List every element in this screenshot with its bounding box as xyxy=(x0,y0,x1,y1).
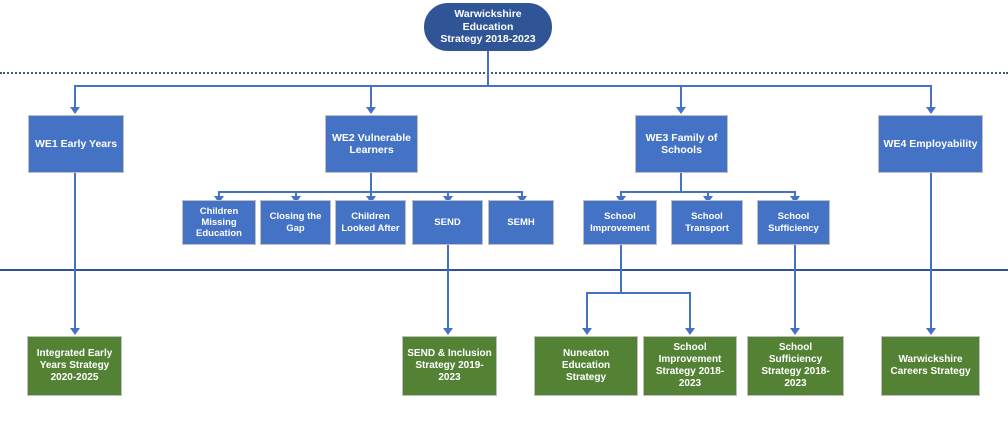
node-theme-school-improvement[interactable]: School Improvement xyxy=(583,200,657,245)
arrowhead-we2 xyxy=(366,107,376,114)
node-root-strategy[interactable]: Warwickshire Education Strategy 2018-202… xyxy=(424,3,552,51)
node-theme-children-missing-education[interactable]: Children Missing Education xyxy=(182,200,256,245)
node-strategy-school-sufficiency-label: School Sufficiency Strategy 2018-2023 xyxy=(761,342,830,389)
connector-root-stem xyxy=(487,51,489,85)
connector-leg-ctg xyxy=(295,191,297,200)
connector-leg-cme xyxy=(218,191,220,200)
connector-send-to-send-inclusion-strategy xyxy=(447,245,449,328)
connector-leg-nuneaton-education-strategy xyxy=(586,292,588,328)
arrowhead-school-sufficiency-strategy xyxy=(790,328,800,335)
node-theme-semh-label: SEMH xyxy=(507,216,535,228)
node-strategy-warwickshire-careers-label: Warwickshire Careers Strategy xyxy=(890,354,971,377)
node-theme-cla-label: Children Looked After xyxy=(341,211,400,234)
node-theme-send-label: SEND xyxy=(434,216,461,228)
divider-solid xyxy=(0,269,1008,271)
connector-we2-stem xyxy=(370,173,372,191)
node-strategy-school-improvement-label: School Improvement Strategy 2018-2023 xyxy=(655,342,725,389)
arrowhead-we3 xyxy=(676,107,686,114)
node-theme-school-transport[interactable]: School Transport xyxy=(671,200,743,245)
node-theme-school-sufficiency[interactable]: School Sufficiency xyxy=(757,200,830,245)
node-strategy-warwickshire-careers[interactable]: Warwickshire Careers Strategy xyxy=(881,336,980,396)
node-strategy-integrated-early-years[interactable]: Integrated Early Years Strategy 2020-202… xyxy=(27,336,122,396)
arrowhead-send-inclusion-strategy xyxy=(443,328,453,335)
arrowhead-ctg xyxy=(291,196,301,203)
node-theme-school-improvement-label: School Improvement xyxy=(590,211,650,234)
node-strategy-send-inclusion[interactable]: SEND & Inclusion Strategy 2019-2023 xyxy=(402,336,497,396)
node-strategy-school-improvement[interactable]: School Improvement Strategy 2018-2023 xyxy=(643,336,737,396)
arrowhead-school-transport xyxy=(703,196,713,203)
divider-dotted xyxy=(0,72,1008,74)
node-theme-closing-the-gap[interactable]: Closing the Gap xyxy=(260,200,331,245)
node-theme-children-looked-after[interactable]: Children Looked After xyxy=(335,200,406,245)
connector-leg-we1 xyxy=(74,85,76,107)
node-strategy-school-sufficiency[interactable]: School Sufficiency Strategy 2018-2023 xyxy=(747,336,844,396)
connector-school-improvement-stem xyxy=(620,245,622,292)
arrowhead-semh xyxy=(517,196,527,203)
node-strategy-nuneaton-education-label: Nuneaton Education Strategy xyxy=(561,348,611,383)
arrowhead-school-improvement-strategy xyxy=(685,328,695,335)
connector-leg-we2 xyxy=(370,85,372,107)
node-pillar-we3-label: WE3 Family of Schools xyxy=(645,131,718,156)
connector-leg-we4 xyxy=(930,85,932,107)
node-theme-send[interactable]: SEND xyxy=(412,200,483,245)
connector-leg-school-sufficiency xyxy=(794,191,796,200)
arrowhead-nuneaton-education-strategy xyxy=(582,328,592,335)
connector-leg-school-transport xyxy=(707,191,709,200)
node-strategy-nuneaton-education[interactable]: Nuneaton Education Strategy xyxy=(534,336,638,396)
node-pillar-we3-family-of-schools[interactable]: WE3 Family of Schools xyxy=(635,115,728,173)
node-theme-school-sufficiency-label: School Sufficiency xyxy=(768,211,819,234)
connector-school-improvement-bus xyxy=(586,292,691,294)
node-theme-school-transport-label: School Transport xyxy=(685,211,729,234)
connector-we1-to-early-years-strategy xyxy=(74,173,76,328)
node-strategy-send-inclusion-label: SEND & Inclusion Strategy 2019-2023 xyxy=(407,348,492,383)
connector-school-sufficiency-to-strategy xyxy=(794,245,796,328)
connector-pillar-bus xyxy=(74,85,932,87)
connector-leg-send xyxy=(447,191,449,200)
connector-leg-school-improvement-strategy xyxy=(689,292,691,328)
connector-leg-school-improvement xyxy=(620,191,622,200)
node-pillar-we1-early-years[interactable]: WE1 Early Years xyxy=(28,115,124,173)
arrowhead-send xyxy=(443,196,453,203)
arrowhead-we1 xyxy=(70,107,80,114)
connector-leg-cla xyxy=(370,191,372,200)
connector-we3-stem xyxy=(680,173,682,191)
arrowhead-school-sufficiency xyxy=(790,196,800,203)
arrowhead-cme xyxy=(214,196,224,203)
arrowhead-we4 xyxy=(926,107,936,114)
connector-leg-semh xyxy=(521,191,523,200)
arrowhead-careers-strategy xyxy=(926,328,936,335)
node-pillar-we4-label: WE4 Employability xyxy=(883,137,978,150)
arrowhead-school-improvement xyxy=(616,196,626,203)
node-theme-ctg-label: Closing the Gap xyxy=(269,211,322,234)
arrowhead-cla xyxy=(366,196,376,203)
node-pillar-we4-employability[interactable]: WE4 Employability xyxy=(878,115,983,173)
arrowhead-early-years-strategy xyxy=(70,328,80,335)
node-root-strategy-label: Warwickshire Education Strategy 2018-202… xyxy=(440,8,536,46)
node-pillar-we2-label: WE2 Vulnerable Learners xyxy=(332,131,411,156)
node-theme-cme-label: Children Missing Education xyxy=(196,205,242,240)
node-pillar-we2-vulnerable-learners[interactable]: WE2 Vulnerable Learners xyxy=(325,115,418,173)
node-pillar-we1-label: WE1 Early Years xyxy=(34,137,118,150)
connector-we4-to-careers-strategy xyxy=(930,173,932,328)
connector-leg-we3 xyxy=(680,85,682,107)
node-theme-semh[interactable]: SEMH xyxy=(488,200,554,245)
node-strategy-integrated-early-years-label: Integrated Early Years Strategy 2020-202… xyxy=(36,348,113,383)
